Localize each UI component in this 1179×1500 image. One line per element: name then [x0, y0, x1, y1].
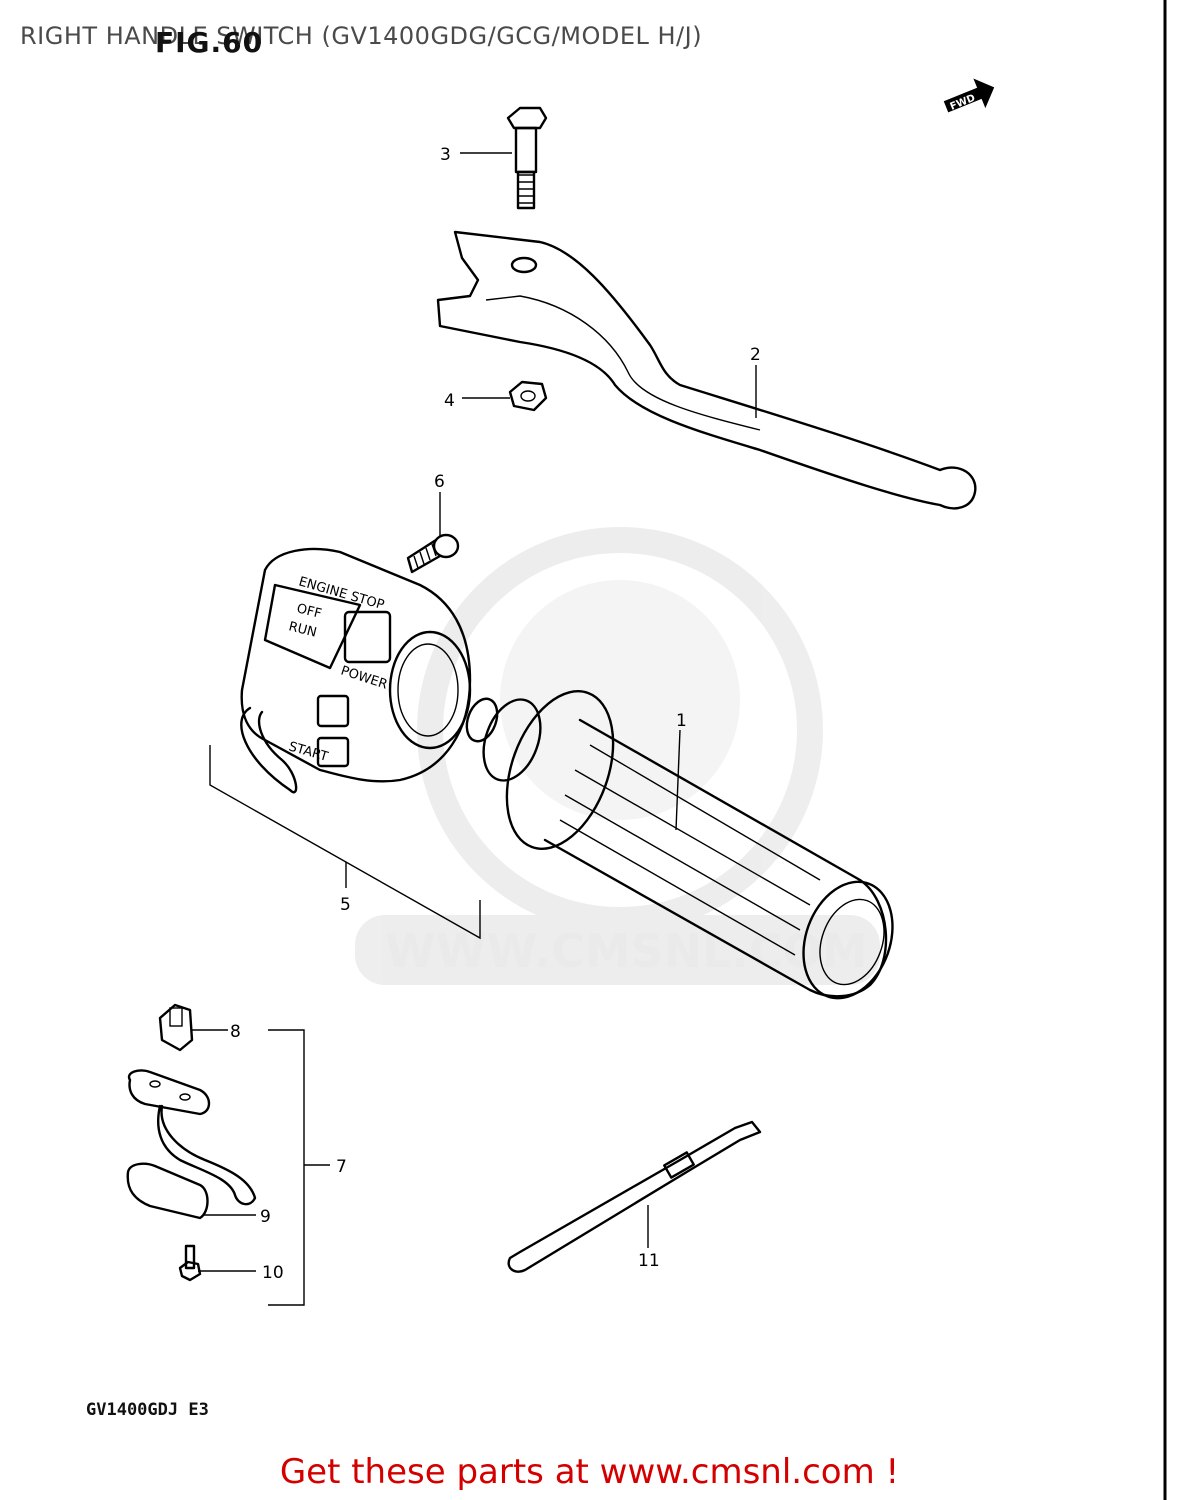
part-10-screw [178, 1244, 202, 1282]
callout-5: 5 [340, 895, 351, 915]
callout-3: 3 [440, 145, 451, 165]
callout-6: 6 [434, 472, 445, 492]
watermark-text: WWW.CMSNL.COM [385, 924, 868, 978]
watermark-logo: WWW.CMSNL.COM [355, 527, 880, 985]
part-7-lead-wire-assembly [126, 1069, 257, 1220]
part-2-brake-lever [436, 230, 977, 510]
figure-label: FIG.60 [155, 26, 264, 59]
part-8-coupler [158, 1003, 194, 1052]
model-code: GV1400GDJ E3 [86, 1400, 209, 1420]
part-6-screw [406, 533, 460, 574]
callout-7: 7 [336, 1157, 347, 1177]
callout-numbers: 1 2 3 4 5 6 7 8 9 10 11 [230, 145, 761, 1283]
fwd-arrow-icon: FWD [943, 78, 995, 113]
part-3-pivot-bolt [506, 106, 548, 210]
start-label: START [287, 739, 330, 764]
part-7-bracket [268, 1029, 330, 1306]
callout-1: 1 [676, 711, 687, 731]
leader-lines [192, 152, 757, 1272]
part-4-nut [508, 380, 548, 412]
page-title: RIGHT HANDLE SWITCH (GV1400GDG/GCG/MODEL… [20, 22, 703, 50]
part-11-clamp-band [507, 1120, 762, 1273]
callout-11: 11 [638, 1251, 660, 1271]
callout-10: 10 [262, 1263, 284, 1283]
callout-9: 9 [260, 1207, 271, 1227]
footer-link-text[interactable]: Get these parts at www.cmsnl.com ! [279, 1452, 900, 1492]
off-label: OFF [295, 601, 323, 622]
part-5-bracket [209, 745, 481, 940]
callout-8: 8 [230, 1022, 241, 1042]
callout-4: 4 [444, 391, 455, 411]
callout-2: 2 [750, 345, 761, 365]
power-label: POWER [339, 664, 389, 693]
part-1-handle-grip [465, 690, 894, 1000]
run-label: RUN [287, 619, 318, 640]
